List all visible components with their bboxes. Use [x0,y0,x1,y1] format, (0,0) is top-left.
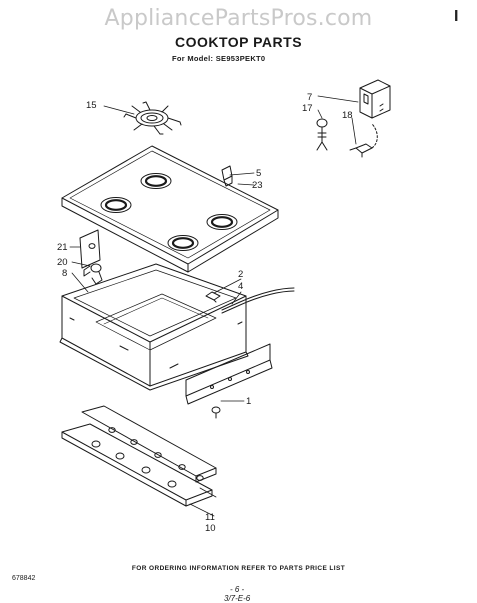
callout-2: 2 [238,269,243,280]
burner-opening [100,197,132,213]
burner-opening [167,235,199,251]
hinge-bracket [221,165,233,187]
ordering-note: FOR ORDERING INFORMATION REFER TO PARTS … [131,565,346,572]
callout-7: 7 [307,92,312,103]
burner-grate [123,101,182,135]
model-line: For Model: SE953PEKT0 [172,54,266,63]
callout-8: 8 [62,268,67,279]
valve-bracket [79,229,101,269]
ignition-module [359,79,391,119]
burner-opening [140,173,172,189]
callout-10: 10 [205,523,216,534]
control-panel [81,405,217,483]
diagram-title: COOKTOP PARTS [174,34,303,50]
callout-23: 23 [252,180,263,191]
callout-15: 15 [86,100,97,111]
callout-5: 5 [256,168,261,179]
control-panel-trim [61,423,213,507]
callout-1: 1 [246,396,251,407]
mounting-screw [211,406,221,419]
wire-harness [349,123,378,158]
burner-valve [83,263,103,285]
burner-box [59,263,249,391]
front-rail [185,343,273,405]
callout-20: 20 [57,257,68,268]
cooktop-top [61,145,279,273]
corner-mark: I [454,8,459,25]
document-number: 678842 [12,575,36,582]
igniter-electrode [205,291,221,303]
spark-switch [316,118,328,151]
leader-lines [69,95,359,517]
callout-18: 18 [342,110,353,121]
burner-opening [206,214,238,230]
igniter-wire [221,287,295,314]
page-stamp: - 6 - 3/7-E-6 [224,585,251,603]
callout-17: 17 [302,103,313,114]
callout-4: 4 [238,281,243,292]
callout-11: 11 [205,512,215,523]
callout-21: 21 [57,242,68,253]
watermark: AppliancePartsPros.com [104,6,373,31]
